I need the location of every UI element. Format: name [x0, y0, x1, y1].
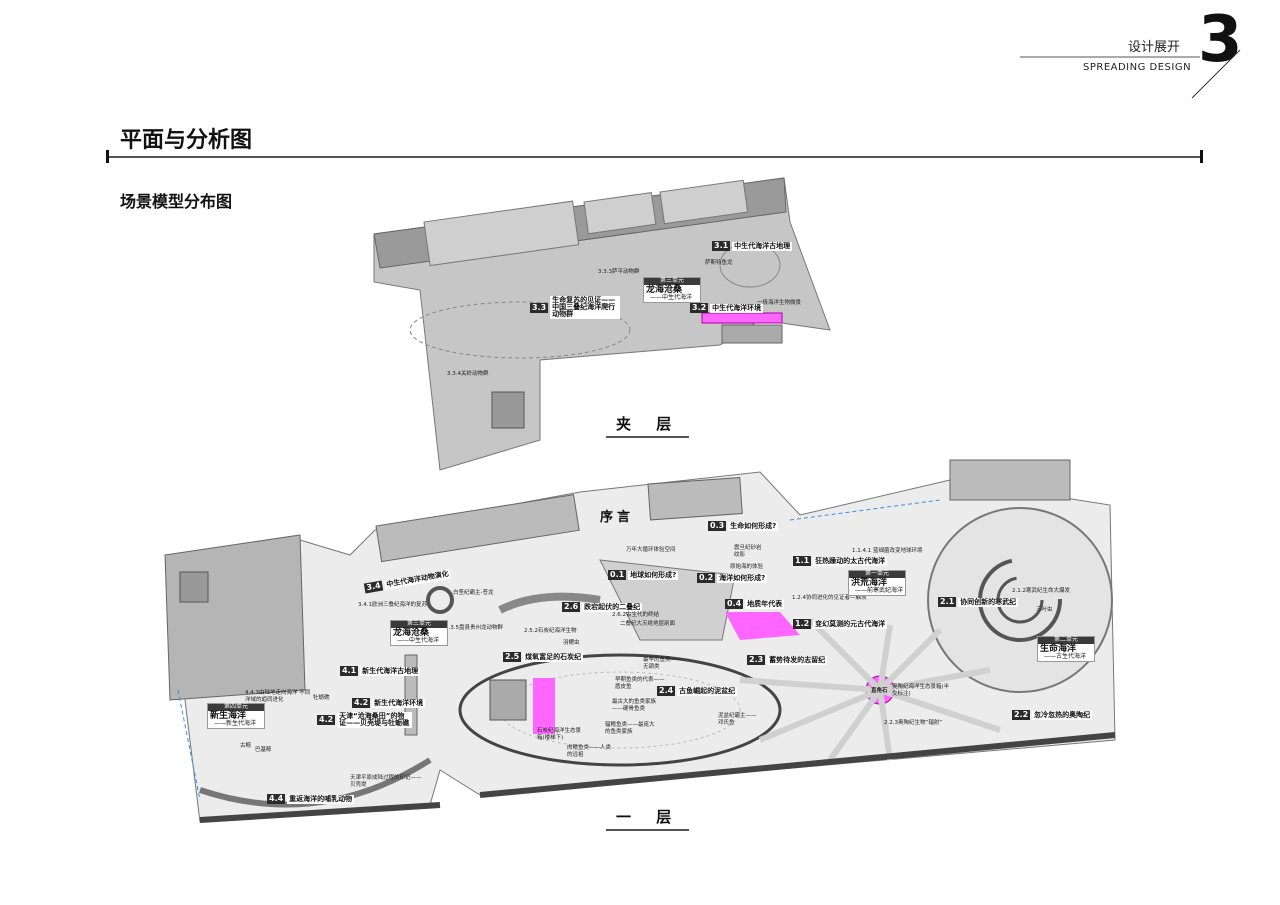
section-number: 3 [1198, 3, 1243, 77]
unit-box-2: 第二单元生命海洋——古生代海洋 [1037, 636, 1095, 663]
exhibit-note: 奥陶纪海洋生态景箱(半交标注) [892, 684, 950, 697]
preface-label: 序言 [600, 510, 635, 525]
exhibit-note: 羽鳃虫 [563, 640, 580, 646]
mezzanine-highlight [701, 312, 783, 324]
exhibit-note: 肉鳍鱼类——人类的远祖 [567, 745, 612, 758]
exhibit-note: 2.1.2寒武纪生命大爆发 [1012, 588, 1070, 594]
exhibit-note: 4.4.3由陆地走向海洋 不同洋域的趋同进化 [245, 690, 311, 703]
page-subtitle: 场景模型分布图 [120, 192, 233, 211]
exhibit-note: 天津平原成陆过程的印记——贝壳堤 [350, 775, 422, 788]
carboniferous-highlight [533, 678, 555, 734]
exhibit-note: 巴基鲸 [255, 747, 272, 753]
exhibit-note: 3.3.4关岭动物群 [447, 371, 489, 377]
exhibit-note: 萨斯特鱼龙 [705, 260, 733, 266]
mezzanine-plan [373, 177, 831, 471]
exhibit-note: 牡蛎礁 [313, 695, 330, 701]
section-title-en: SPREADING DESIGN [1083, 62, 1192, 73]
exhibit-note: 万年大循环体验空间 [626, 547, 676, 553]
exhibit-note: 石炭纪海洋生态景箱(楼梯下) [537, 728, 582, 741]
section-title-cn: 设计展开 [1128, 40, 1181, 55]
exhibit-note: 直角石 [871, 688, 888, 694]
unit-box-3: 第三单元龙海沧桑——中生代海洋 [390, 620, 448, 647]
exhibit-note: 一极海洋生物微景 [757, 300, 802, 306]
exhibit-note: 泥盆纪霸主——邓氏鱼 [718, 713, 757, 726]
exhibit-note: 震旦纪砂岩纹影 [734, 545, 762, 558]
exhibit-note: 原始海的体验 [730, 564, 764, 570]
page-title: 平面与分析图 [120, 128, 253, 153]
exhibit-note: 3.3.3萨平动物群 [598, 269, 640, 275]
exhibit-note: 白垩纪霸主-苍龙 [453, 590, 494, 596]
exhibit-note: 1.2.4协同进化的见证者—触须 [792, 595, 867, 601]
exhibit-note: 辐鳍鱼类——最庞大的鱼类家族 [605, 722, 655, 735]
exhibit-note: 1.1.4.1 蓝细菌改变地球环境 [852, 548, 923, 554]
floor-label-mezzanine: 夹 层 [606, 413, 690, 438]
unit-box-3-mezzanine: 第三单元龙海沧桑——中生代海洋 [643, 277, 701, 304]
unit-box-1: 第一单元洪荒海洋——前寒武纪海洋 [848, 570, 906, 597]
exhibit-note: 2.5.2石炭纪海洋生物 [524, 628, 577, 634]
exhibit-note: 2.2.3奥陶纪生物“辐射” [884, 720, 943, 726]
exhibit-note: 早期鱼类的代表——盾皮鱼 [615, 677, 665, 690]
ground-floor-plan [164, 459, 1116, 823]
exhibit-note: 古鲸 [240, 743, 252, 749]
exhibit-note: 2.6.2古生代的终结 [612, 612, 659, 618]
unit-box-4: 第四单元新生海洋——新生代海洋 [207, 703, 265, 730]
exhibit-note: 三叶虫 [1036, 607, 1053, 613]
exhibit-note: 二叠纪大灭绝地层剖面 [620, 621, 676, 627]
exhibit-note: 3.4.1欧洲三叠纪海洋的复苏 [358, 602, 427, 608]
exhibit-note: 最早的鱼类——无颌类 [643, 657, 682, 670]
floor-label-ground: 一 层 [606, 806, 690, 831]
exhibit-note: 最古大的鱼类家族——硬骨鱼类 [612, 699, 657, 712]
exhibit-note: 3.3.5盘县贵州龙动物群 [445, 625, 503, 631]
stair-highlight [725, 612, 800, 640]
header-diagonal [1191, 49, 1241, 99]
